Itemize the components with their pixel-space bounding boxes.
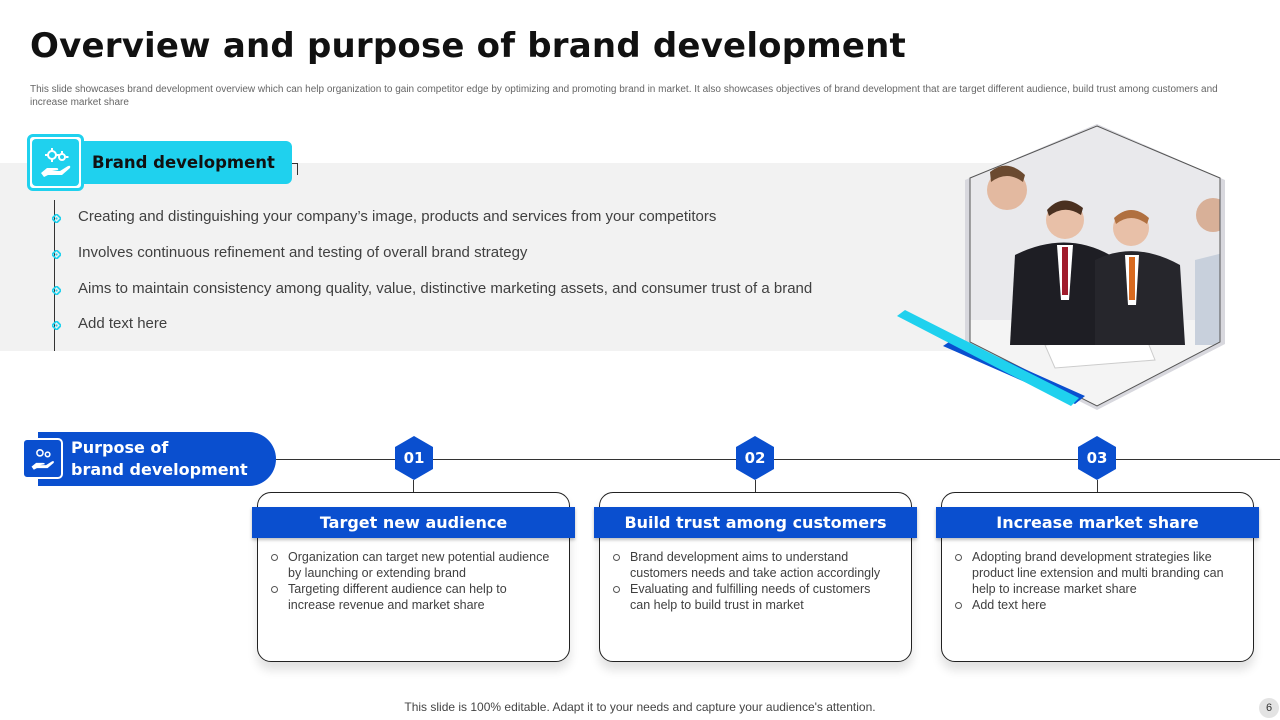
card-title: Build trust among customers bbox=[594, 507, 917, 538]
hand-gears-icon bbox=[40, 147, 70, 177]
purpose-label: Purpose of brand development bbox=[38, 432, 276, 486]
diamond-bullet-icon bbox=[52, 249, 61, 259]
card-points: Adopting brand development strategies li… bbox=[954, 549, 1234, 613]
page-title: Overview and purpose of brand developmen… bbox=[30, 26, 907, 66]
card-title: Increase market share bbox=[936, 507, 1259, 538]
brand-development-icon-box bbox=[27, 134, 84, 191]
purpose-icon-box bbox=[22, 438, 63, 479]
brand-development-label: Brand development bbox=[84, 141, 292, 184]
list-item: Targeting different audience can help to… bbox=[270, 581, 550, 613]
list-item: Aims to maintain consistency among quali… bbox=[50, 280, 812, 316]
step-number-badge: 02 bbox=[736, 436, 774, 480]
list-item: Evaluating and fulfilling needs of custo… bbox=[612, 581, 892, 613]
step-number-badge: 01 bbox=[395, 436, 433, 480]
diamond-bullet-icon bbox=[52, 214, 61, 223]
list-item: Involves continuous refinement and testi… bbox=[50, 244, 812, 280]
diamond-bullet-icon bbox=[52, 285, 61, 295]
list-item: Brand development aims to understand cus… bbox=[612, 549, 892, 581]
meeting-photo-hexagon bbox=[895, 120, 1225, 410]
brand-development-connector bbox=[54, 200, 55, 351]
overview-band bbox=[0, 163, 1010, 351]
card-points: Brand development aims to understand cus… bbox=[612, 549, 892, 613]
list-item: Adopting brand development strategies li… bbox=[954, 549, 1234, 597]
card-points: Organization can target new potential au… bbox=[270, 549, 550, 613]
business-meeting-photo bbox=[897, 124, 1225, 410]
hand-gears-icon bbox=[31, 448, 54, 470]
list-item: Organization can target new potential au… bbox=[270, 549, 550, 581]
card-title: Target new audience bbox=[252, 507, 575, 538]
footer-note: This slide is 100% editable. Adapt it to… bbox=[404, 700, 876, 714]
list-item: Add text here bbox=[954, 597, 1234, 613]
diamond-bullet-icon bbox=[52, 321, 61, 331]
purpose-timeline-line bbox=[276, 459, 1280, 460]
brand-development-bullets: Creating and distinguishing your company… bbox=[50, 208, 812, 351]
page-number: 6 bbox=[1259, 698, 1279, 718]
step-number-badge: 03 bbox=[1078, 436, 1116, 480]
list-item: Creating and distinguishing your company… bbox=[50, 208, 812, 244]
list-item: Add text here bbox=[50, 315, 812, 351]
page-subtitle: This slide showcases brand development o… bbox=[30, 84, 1218, 108]
